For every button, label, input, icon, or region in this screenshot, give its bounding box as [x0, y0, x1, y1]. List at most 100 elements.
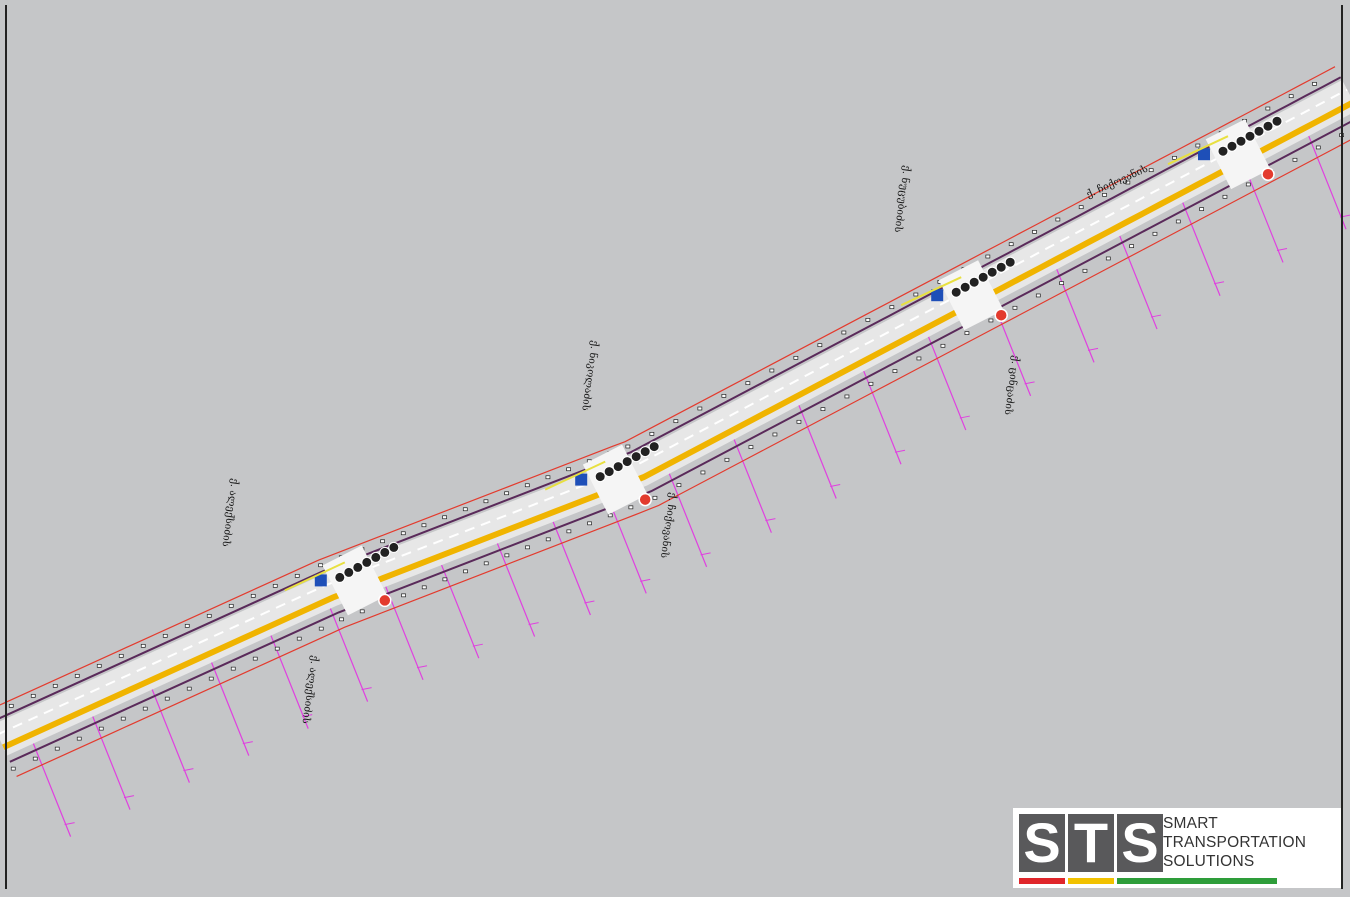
logo-text-smart: SMART	[1163, 815, 1218, 832]
traffic-light-icon	[995, 261, 1007, 273]
bollard	[868, 381, 874, 386]
bollard	[1152, 231, 1158, 236]
bollard	[1032, 229, 1037, 234]
bollard	[566, 467, 571, 472]
station-line	[1118, 233, 1158, 330]
crosswalk	[322, 545, 388, 616]
station-line	[607, 498, 647, 594]
traffic-light-icon	[648, 441, 660, 453]
bollard	[1288, 94, 1294, 99]
bollard	[988, 318, 994, 323]
station-tick	[242, 741, 253, 745]
logo-bar-yellow	[1068, 878, 1114, 884]
yellow-marking	[1167, 135, 1229, 166]
bollard	[318, 563, 323, 568]
traffic-light-icon	[370, 551, 382, 563]
no-entry-sign-icon	[638, 492, 652, 507]
bollard	[545, 475, 551, 480]
bollard	[1292, 157, 1298, 162]
bollard	[1265, 106, 1271, 111]
station-tick	[416, 665, 428, 669]
no-entry-sign-icon	[378, 593, 392, 608]
bollard	[52, 683, 58, 688]
bollard	[30, 693, 36, 698]
logo-bar-red	[1019, 878, 1065, 884]
bollard	[380, 539, 385, 544]
crosswalk	[582, 444, 648, 515]
station-tick	[528, 622, 539, 626]
bollard	[673, 419, 679, 424]
sts-logo: S T S SMART TRANSPORTATION SOLUTIONS	[1013, 808, 1341, 888]
curb-line-south	[16, 139, 1350, 777]
bollard	[745, 381, 751, 386]
bollard	[676, 483, 682, 487]
bollard	[1012, 305, 1018, 310]
bollard	[274, 646, 280, 651]
station-line	[551, 519, 591, 616]
bollard	[525, 545, 530, 550]
road-sign-icon	[1198, 148, 1210, 161]
street-label-1: ქ. ალექსიძის	[219, 478, 239, 548]
bollard	[1222, 194, 1228, 199]
bollard	[1035, 293, 1041, 298]
station-line	[732, 437, 772, 533]
station-tick	[361, 687, 372, 691]
bollard	[940, 343, 946, 348]
traffic-light-icon	[361, 556, 373, 568]
station-line	[496, 541, 536, 637]
station-line	[32, 741, 72, 837]
traffic-light-icon	[959, 281, 971, 293]
yellow-marking	[284, 561, 346, 592]
bollard	[462, 507, 468, 512]
station-tick	[894, 449, 906, 453]
bollard	[721, 393, 727, 398]
bollard	[504, 553, 510, 558]
bollard	[186, 686, 192, 691]
station-tick	[765, 518, 776, 522]
bollard	[652, 495, 658, 500]
bollard	[587, 521, 592, 526]
no-entry-sign-icon	[1261, 167, 1275, 181]
bollard	[1008, 242, 1014, 247]
traffic-light-icon	[1004, 256, 1016, 268]
logo-letter-s2: S	[1117, 814, 1163, 872]
bollard	[421, 585, 427, 590]
station-tick	[1339, 214, 1350, 218]
station-tick	[123, 795, 135, 799]
bollard	[463, 569, 468, 574]
sidewalk-edge-south	[9, 121, 1350, 763]
bollard	[892, 369, 898, 373]
street-label-4: ქ. ჩიქოვანის	[658, 492, 679, 559]
bollard	[228, 603, 234, 608]
bollard	[118, 653, 124, 658]
bollard	[1078, 205, 1084, 210]
bollard	[421, 523, 427, 528]
bollard	[524, 483, 530, 488]
bollard	[1102, 192, 1107, 197]
bollard	[769, 368, 775, 373]
bollard	[32, 756, 38, 761]
logo-bar-green	[1117, 878, 1277, 884]
bollard	[483, 561, 489, 566]
yellow-marking	[900, 276, 962, 307]
bollard	[74, 673, 80, 678]
bollard	[865, 317, 871, 322]
road-corridor	[0, 66, 1350, 777]
street-furniture	[8, 81, 1344, 771]
road-sign-icon	[575, 473, 588, 486]
bollard	[748, 445, 754, 449]
station-tick	[1213, 281, 1225, 285]
bollard	[1175, 219, 1181, 224]
bollard	[1055, 217, 1061, 222]
bollard	[796, 419, 802, 424]
bollard	[697, 406, 703, 411]
bollard	[96, 663, 102, 668]
traffic-light-icon	[334, 571, 346, 583]
traffic-light-icon	[977, 271, 989, 283]
bollard	[120, 716, 126, 721]
traffic-light-icon	[612, 461, 624, 473]
station-line	[797, 403, 837, 499]
bollard	[142, 706, 148, 711]
bollard	[1315, 145, 1321, 150]
